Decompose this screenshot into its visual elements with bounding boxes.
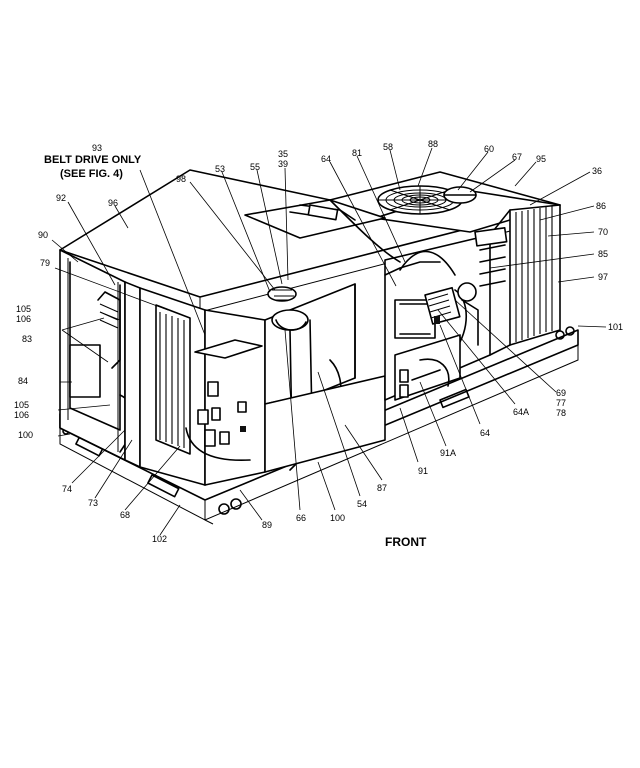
rigging-hole — [218, 503, 230, 515]
filter-rack — [97, 291, 121, 369]
capacitor — [219, 431, 230, 445]
note-ref: 93 — [92, 143, 102, 153]
callout-88: 88 — [428, 139, 438, 149]
contactor — [204, 429, 216, 447]
callout-35: 35 — [278, 149, 288, 159]
callout-90: 90 — [38, 230, 48, 240]
fork-pocket-mid — [147, 474, 180, 498]
callout-36: 36 — [592, 166, 602, 176]
callout-53: 53 — [215, 164, 225, 174]
callout-39: 39 — [278, 159, 288, 169]
callout-70: 70 — [598, 227, 608, 237]
callout-68: 68 — [120, 510, 130, 520]
control-box — [204, 309, 266, 486]
relay-2 — [197, 409, 209, 425]
callout-100-left: 100 — [18, 430, 33, 440]
control-shelf — [194, 339, 263, 359]
label-layer: 93 BELT DRIVE ONLY (SEE FIG. 4) FRONT 35… — [14, 139, 623, 549]
callout-98: 98 — [176, 174, 186, 184]
callout-77: 77 — [556, 398, 566, 408]
callout-87: 87 — [377, 483, 387, 493]
callout-89: 89 — [262, 520, 272, 530]
callout-91: 91 — [418, 466, 428, 476]
callout-97: 97 — [598, 272, 608, 282]
callout-96: 96 — [108, 198, 118, 208]
callout-69: 69 — [556, 388, 566, 398]
callout-84: 84 — [18, 376, 28, 386]
coil-bracket — [474, 227, 508, 247]
callout-102: 102 — [152, 534, 167, 544]
callout-101: 101 — [608, 322, 623, 332]
callout-92: 92 — [56, 193, 66, 203]
leader-lines — [51, 147, 607, 536]
note-line-2: (SEE FIG. 4) — [60, 168, 123, 180]
callout-73: 73 — [88, 498, 98, 508]
callout-60: 60 — [484, 144, 494, 154]
front-label: FRONT — [385, 535, 427, 549]
callout-66: 66 — [296, 513, 306, 523]
callout-55: 55 — [250, 162, 260, 172]
relay-3 — [211, 407, 221, 421]
callout-100-front: 100 — [330, 513, 345, 523]
callout-78: 78 — [556, 408, 566, 418]
blower-motor — [267, 286, 297, 302]
filter-84 — [69, 344, 101, 398]
callout-64: 64 — [321, 154, 331, 164]
unit-drawing — [59, 169, 579, 525]
corner-post — [124, 281, 141, 468]
callout-58: 58 — [383, 142, 393, 152]
note-line-1: BELT DRIVE ONLY — [44, 154, 142, 166]
evaporator-grille — [155, 304, 191, 455]
callout-64a: 64A — [513, 407, 529, 417]
callout-54: 54 — [357, 499, 367, 509]
callout-79: 79 — [40, 258, 50, 268]
callout-74: 74 — [62, 484, 72, 494]
callout-85: 85 — [598, 249, 608, 259]
callout-105-lower: 105 — [14, 400, 29, 410]
callout-91a: 91A — [440, 448, 456, 458]
callout-67: 67 — [512, 152, 522, 162]
accumulator — [457, 282, 477, 302]
callout-106-upper: 106 — [16, 314, 31, 324]
callout-83: 83 — [22, 334, 32, 344]
callout-86: 86 — [596, 201, 606, 211]
relay-1 — [207, 381, 219, 397]
callout-95: 95 — [536, 154, 546, 164]
callout-105-upper: 105 — [16, 304, 31, 314]
callout-81: 81 — [352, 148, 362, 158]
condenser-coil-fins — [515, 206, 553, 342]
callout-106-lower: 106 — [14, 410, 29, 420]
callout-64-lower: 64 — [480, 428, 490, 438]
lower-control — [394, 334, 461, 401]
